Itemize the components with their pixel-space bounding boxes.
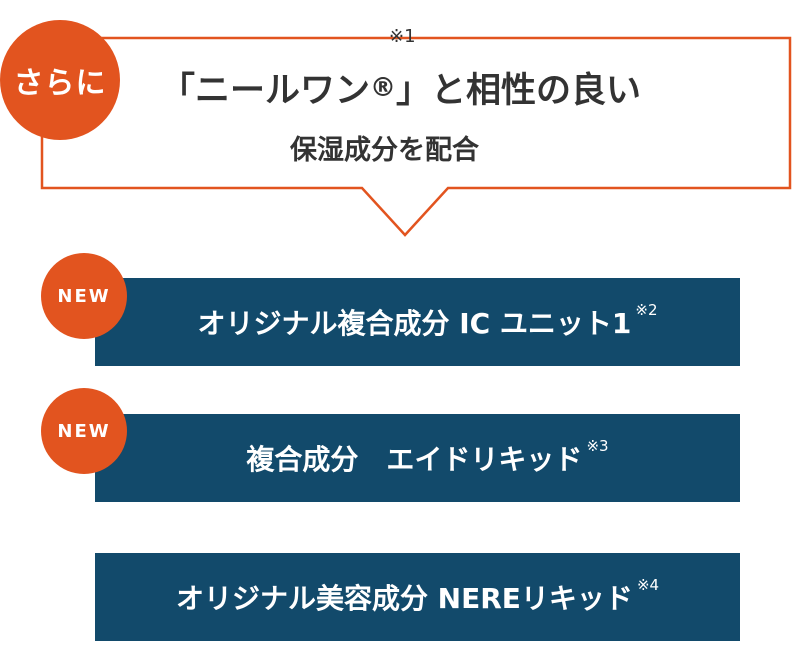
new-badge-label: NEW [57,285,111,307]
ingredient-bar-ic-unit: オリジナル複合成分 IC ユニット1※2 [95,278,740,366]
headline-part-1: 「ニールワン [160,71,371,111]
new-badge: NEW [41,253,127,339]
ingredient-bar-nere-liquid: オリジナル美容成分 NEREリキッド※4 [95,553,740,641]
speech-bubble-callout: さらに ※1 「ニールワン®」と相性の良い 保湿成分を配合 [0,0,800,245]
registered-mark: ® [370,73,397,103]
sarani-badge: さらに [0,20,120,140]
callout-headline: 「ニールワン®」と相性の良い [160,62,720,113]
ingredient-label: 複合成分 エイドリキッド [246,443,583,476]
ingredient-note: ※2 [635,301,658,319]
new-badge: NEW [41,388,127,474]
ingredient-label: オリジナル複合成分 IC ユニット1 [197,307,632,340]
speech-bubble-outline [40,36,792,237]
footnote-marker-1: ※1 [389,26,416,47]
ingredient-note: ※3 [586,437,609,455]
ingredient-bar-aid-liquid: 複合成分 エイドリキッド※3 [95,414,740,502]
headline-part-2: 」と相性の良い [396,71,642,111]
callout-subheadline: 保湿成分を配合 [290,135,479,166]
sarani-badge-label: さらに [13,66,107,101]
ingredient-note: ※4 [636,576,660,594]
ingredient-label: オリジナル美容成分 NEREリキッド [175,582,633,615]
new-badge-label: NEW [57,420,111,442]
